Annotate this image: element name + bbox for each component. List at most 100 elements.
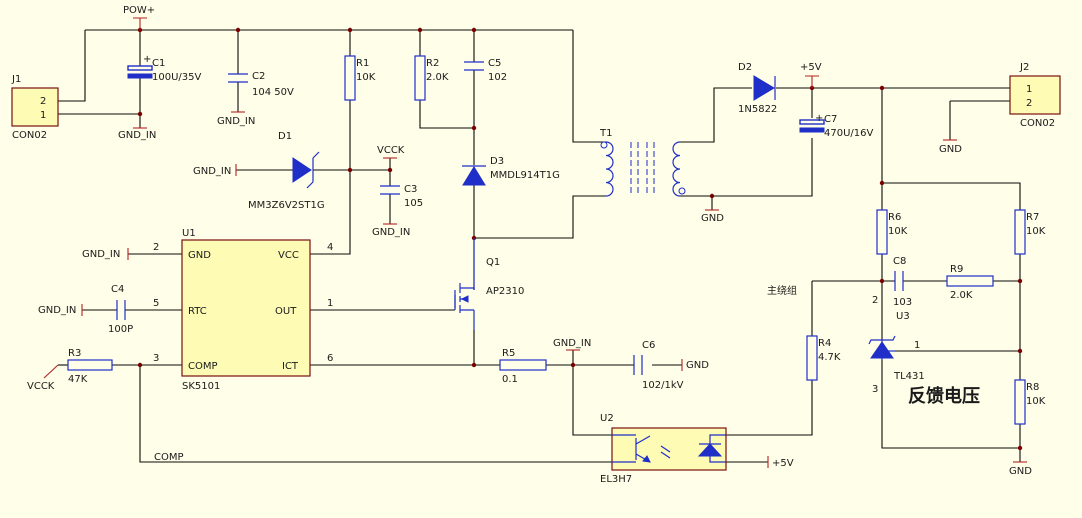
- svg-text:GND_IN: GND_IN: [82, 249, 120, 260]
- svg-text:J1: J1: [11, 74, 21, 85]
- svg-text:470U/16V: 470U/16V: [824, 128, 874, 139]
- svg-text:EL3H7: EL3H7: [600, 474, 632, 485]
- svg-text:R7: R7: [1026, 212, 1039, 223]
- svg-text:C5: C5: [488, 58, 501, 69]
- svg-text:3: 3: [153, 353, 159, 364]
- capacitor-c8: C8 103: [893, 256, 912, 308]
- svg-text:1N5822: 1N5822: [738, 104, 777, 115]
- resistor-r8: R8 10K: [1014, 379, 1046, 425]
- svg-text:VCCK: VCCK: [377, 145, 405, 156]
- svg-text:10K: 10K: [1026, 396, 1046, 407]
- svg-text:2: 2: [872, 295, 878, 306]
- svg-text:SK5101: SK5101: [182, 381, 220, 392]
- svg-text:GND: GND: [686, 360, 709, 371]
- power-port-gnd-in-c2: GND_IN: [217, 111, 255, 127]
- svg-text:1: 1: [1026, 84, 1032, 95]
- resistor-r4: R4 4.7K: [806, 335, 841, 381]
- capacitor-c6: C6 102/1kV: [633, 340, 684, 391]
- svg-text:GND_IN: GND_IN: [193, 166, 231, 177]
- resistor-r5: R5 0.1: [499, 348, 547, 385]
- power-port-gnd-c6: GND: [681, 359, 709, 371]
- power-port-gnd-in-u1: GND_IN: [82, 248, 129, 260]
- svg-text:C7: C7: [824, 114, 837, 125]
- svg-text:47K: 47K: [68, 374, 88, 385]
- power-port-gnd-in-c4: GND_IN: [38, 304, 83, 316]
- power-port-gnd-j2: GND: [939, 139, 962, 155]
- svg-text:ICT: ICT: [282, 361, 299, 372]
- ic-u1: U1 SK5101 GND VCC RTC OUT COMP ICT 2 4 5…: [153, 228, 333, 392]
- svg-text:100P: 100P: [108, 324, 133, 335]
- svg-text:4.7K: 4.7K: [818, 352, 841, 363]
- svg-text:GND: GND: [1009, 466, 1032, 477]
- svg-text:C6: C6: [642, 340, 655, 351]
- connector-j1: 2 1 J1 CON02: [11, 74, 59, 141]
- svg-text:+: +: [143, 54, 151, 65]
- svg-text:GND_IN: GND_IN: [217, 116, 255, 127]
- svg-text:10K: 10K: [356, 72, 376, 83]
- diode-d2: D2 1N5822: [738, 62, 777, 115]
- svg-text:GND_IN: GND_IN: [372, 227, 410, 238]
- capacitor-c1: + C1 100U/35V: [127, 54, 202, 83]
- svg-text:AP2310: AP2310: [486, 286, 524, 297]
- resistor-r6: R6 10K: [876, 209, 908, 255]
- svg-text:1: 1: [40, 110, 46, 121]
- svg-text:1: 1: [914, 340, 920, 351]
- resistor-r1: R1 10K: [344, 55, 376, 101]
- svg-text:100U/35V: 100U/35V: [152, 72, 202, 83]
- power-port-vcck-c3: VCCK: [377, 145, 405, 159]
- svg-text:U2: U2: [600, 413, 614, 424]
- svg-text:RTC: RTC: [188, 306, 207, 317]
- svg-text:103: 103: [893, 297, 912, 308]
- svg-text:J2: J2: [1019, 62, 1029, 73]
- diode-d3: D3 MMDL914T1G: [462, 156, 560, 186]
- svg-text:GND: GND: [939, 144, 962, 155]
- svg-text:+5V: +5V: [800, 62, 822, 73]
- svg-text:MM3Z6V2ST1G: MM3Z6V2ST1G: [248, 200, 325, 211]
- zener-d1: D1 MM3Z6V2ST1G: [248, 131, 325, 211]
- svg-text:4: 4: [327, 242, 333, 253]
- svg-text:Q1: Q1: [486, 257, 500, 268]
- svg-text:GND: GND: [188, 250, 211, 261]
- power-port-gnd-in-c3: GND_IN: [372, 223, 410, 238]
- svg-text:CON02: CON02: [1020, 118, 1055, 129]
- power-port-gnd-in-d1: GND_IN: [193, 164, 237, 177]
- transformer-t1: T1: [599, 128, 686, 197]
- svg-text:D3: D3: [490, 156, 504, 167]
- power-port-gnd-t1: GND: [701, 209, 724, 224]
- svg-text:2: 2: [40, 96, 46, 107]
- svg-text:C8: C8: [893, 256, 906, 267]
- svg-text:C1: C1: [152, 58, 165, 69]
- capacitor-c2: C2 104 50V: [228, 71, 294, 98]
- svg-text:+5V: +5V: [772, 458, 794, 469]
- svg-text:OUT: OUT: [275, 306, 297, 317]
- power-port-gnd-bottom: GND: [1009, 461, 1032, 477]
- shunt-regulator-u3: U3 TL431 2 1 3: [868, 295, 925, 395]
- power-port-5v-u2: +5V: [767, 456, 794, 469]
- note-main-winding: 主绕组: [767, 284, 797, 297]
- svg-text:VCC: VCC: [278, 250, 299, 261]
- svg-text:R3: R3: [68, 348, 81, 359]
- svg-text:3: 3: [872, 384, 878, 395]
- resistor-r7: R7 10K: [1014, 209, 1046, 255]
- svg-text:C4: C4: [111, 284, 124, 295]
- svg-text:GND_IN: GND_IN: [118, 130, 156, 141]
- svg-text:VCCK: VCCK: [27, 381, 55, 392]
- svg-text:D2: D2: [738, 62, 752, 73]
- svg-text:R1: R1: [356, 58, 369, 69]
- svg-text:POW+: POW+: [123, 5, 155, 16]
- svg-text:C2: C2: [252, 71, 265, 82]
- svg-text:D1: D1: [278, 131, 292, 142]
- resistor-r9: R9 2.0K: [946, 264, 994, 301]
- svg-text:10K: 10K: [1026, 226, 1046, 237]
- svg-text:2.0K: 2.0K: [426, 72, 449, 83]
- capacitor-c3: C3 105: [380, 184, 423, 209]
- svg-text:C3: C3: [404, 184, 417, 195]
- resistor-r3: R3 47K: [67, 348, 113, 385]
- svg-text:105: 105: [404, 198, 423, 209]
- svg-text:2: 2: [1026, 98, 1032, 109]
- junctions: [137, 27, 1023, 451]
- power-port-5v-top: +5V: [800, 62, 822, 88]
- svg-text:CON02: CON02: [12, 130, 47, 141]
- svg-text:R8: R8: [1026, 382, 1039, 393]
